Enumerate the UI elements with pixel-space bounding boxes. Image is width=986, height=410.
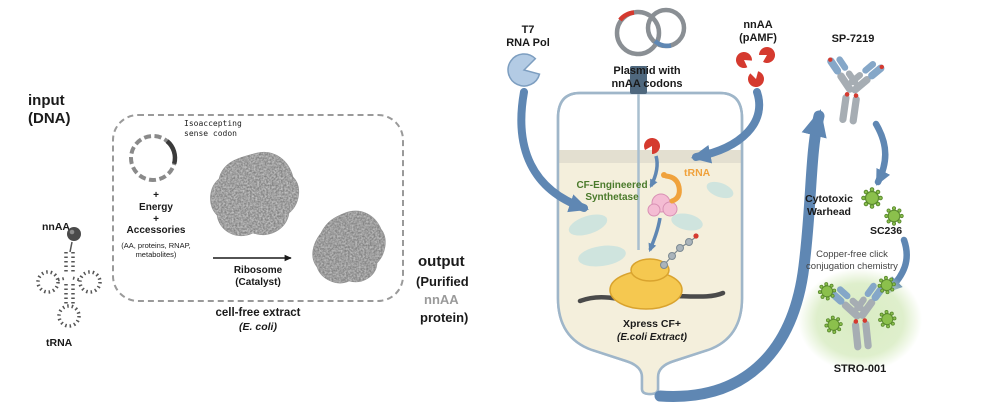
sp7219-antibody-icon <box>817 50 887 128</box>
antibody-to-warhead-arrow <box>872 120 891 186</box>
output-nnaa-label: nnAA <box>424 292 459 307</box>
cell-free-extract-boundary <box>112 114 404 302</box>
xpress-cf-label: Xpress CF+ <box>622 318 682 330</box>
trna-label-left: tRNA <box>46 337 73 349</box>
ribosome-catalyst-label: Ribosome (Catalyst) <box>233 265 283 289</box>
synthetase-icon <box>647 193 678 217</box>
nnaa-to-trna-arrow <box>649 155 659 189</box>
energy-accessories-label: + Energy + Accessories <box>126 190 186 237</box>
accessories-detail-label: (AA, proteins, RNAP, metabolites) <box>121 241 191 260</box>
ecoli-extract-label: (E.coli Extract) <box>616 332 688 343</box>
trna-label-right: tRNA <box>684 167 711 179</box>
trna-icon-vessel <box>661 172 682 204</box>
isoaccepting-codon-label: Isoaccepting sense codon <box>184 119 242 138</box>
ribosome-complex <box>577 233 726 310</box>
output-label: output <box>418 253 465 270</box>
output-purified-label: (Purified <box>416 274 469 289</box>
bioreactor-vessel <box>556 66 744 396</box>
vessel-cap <box>630 66 647 94</box>
output-protein-label: protein) <box>420 310 469 325</box>
bioprocess-artwork <box>507 7 922 402</box>
nnaa-label-left: nnAA <box>42 221 70 233</box>
plasmid-dna-icon <box>129 134 178 182</box>
plasmid-label: Plasmid with nnAA codons <box>611 65 683 91</box>
nnaa-to-vessel-arrow <box>690 88 764 164</box>
reaction-artwork <box>210 151 386 284</box>
t7-to-vessel-arrow <box>517 88 589 213</box>
cell-free-extract-label: cell-free extract <box>215 307 301 319</box>
nnaa-pamf-label: nnAA (pAMF) <box>739 19 777 45</box>
t7-rna-pol-label: T7 RNA Pol <box>506 24 550 50</box>
ribosome-blob <box>210 151 300 237</box>
sc236-label: SC236 <box>869 225 903 237</box>
nnaa-trna-structure <box>36 227 102 328</box>
sp7219-label: SP-7219 <box>831 33 875 45</box>
output-protein-blob <box>312 210 386 284</box>
cytotoxic-warhead-label: Cytotoxic Warhead <box>805 193 853 218</box>
conjugation-chemistry-label: Copper-free click conjugation chemistry <box>806 249 898 272</box>
synthetase-to-ribosome-arrow <box>648 217 662 253</box>
t7-rna-pol-icon <box>507 53 541 87</box>
warhead-icons <box>861 187 904 226</box>
synthetase-label: CF-Engineered Synthetase <box>576 180 648 204</box>
input-dna-label: input (DNA) <box>28 92 71 128</box>
stro001-label: STRO-001 <box>833 363 887 375</box>
ecoli-label: (E. coli) <box>239 321 277 333</box>
pamf-icons <box>732 44 778 89</box>
plasmid-icon-right <box>614 7 687 57</box>
conjugation-glow <box>798 268 922 372</box>
vessel-to-antibody-arrow <box>654 109 827 402</box>
